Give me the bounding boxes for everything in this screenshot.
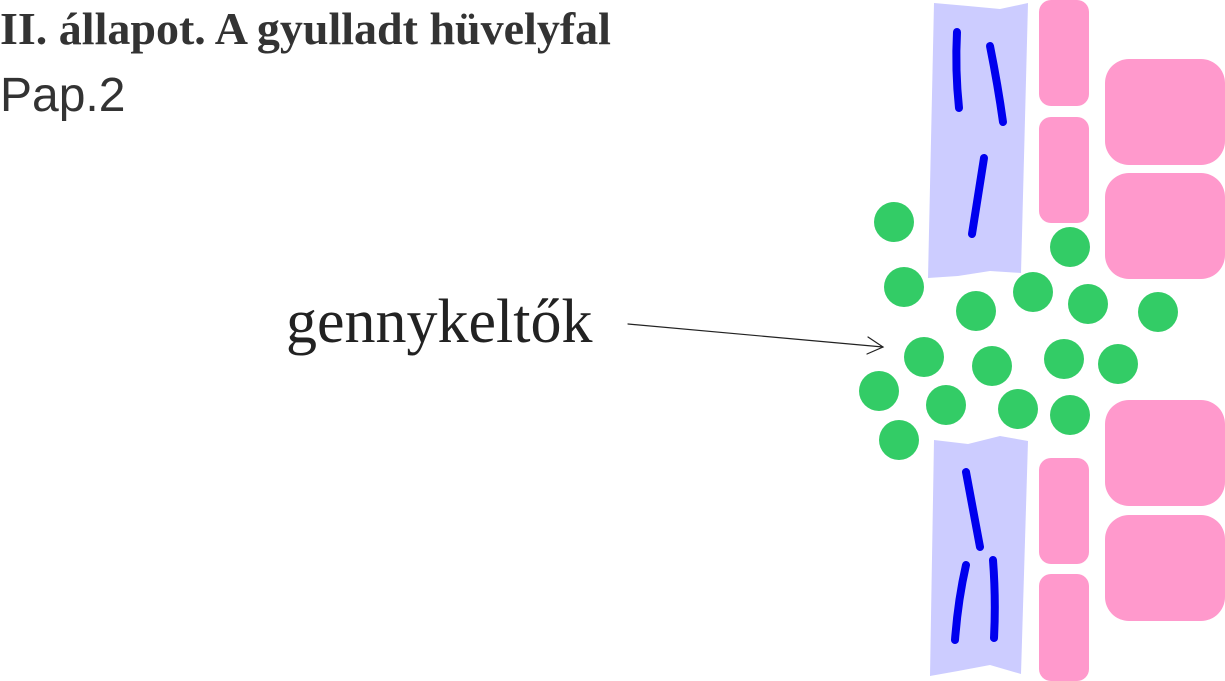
epithelium-strip-lower (930, 436, 1028, 676)
pus-cell (956, 291, 996, 331)
pus-cell (904, 337, 944, 377)
pus-cell (998, 389, 1038, 429)
pus-cell (884, 267, 924, 307)
tissue-cell (1039, 574, 1089, 681)
pus-cell (1068, 284, 1108, 324)
pus-cell (1050, 227, 1090, 267)
pus-cell (1050, 395, 1090, 435)
pus-cell (972, 346, 1012, 386)
tissue-cell (1105, 59, 1225, 165)
tissue-cell (1039, 117, 1089, 223)
pus-cell (926, 385, 966, 425)
pus-cell (874, 202, 914, 242)
tissue-cell (1105, 173, 1225, 279)
epithelium-strip-upper (928, 3, 1028, 278)
pus-cell (1098, 344, 1138, 384)
pus-cell (1138, 292, 1178, 332)
tissue-cell (1105, 515, 1225, 621)
tissue-cell (1105, 400, 1225, 506)
pus-cell (1013, 272, 1053, 312)
arrow-right-icon (628, 324, 883, 354)
pus-cell (1044, 339, 1084, 379)
bacterium-rod (993, 560, 995, 638)
tissue-cell (1039, 0, 1089, 106)
tissue-cell (1039, 458, 1089, 564)
bacterium-rod (956, 32, 959, 108)
pus-cell (859, 371, 899, 411)
pus-cell (879, 420, 919, 460)
